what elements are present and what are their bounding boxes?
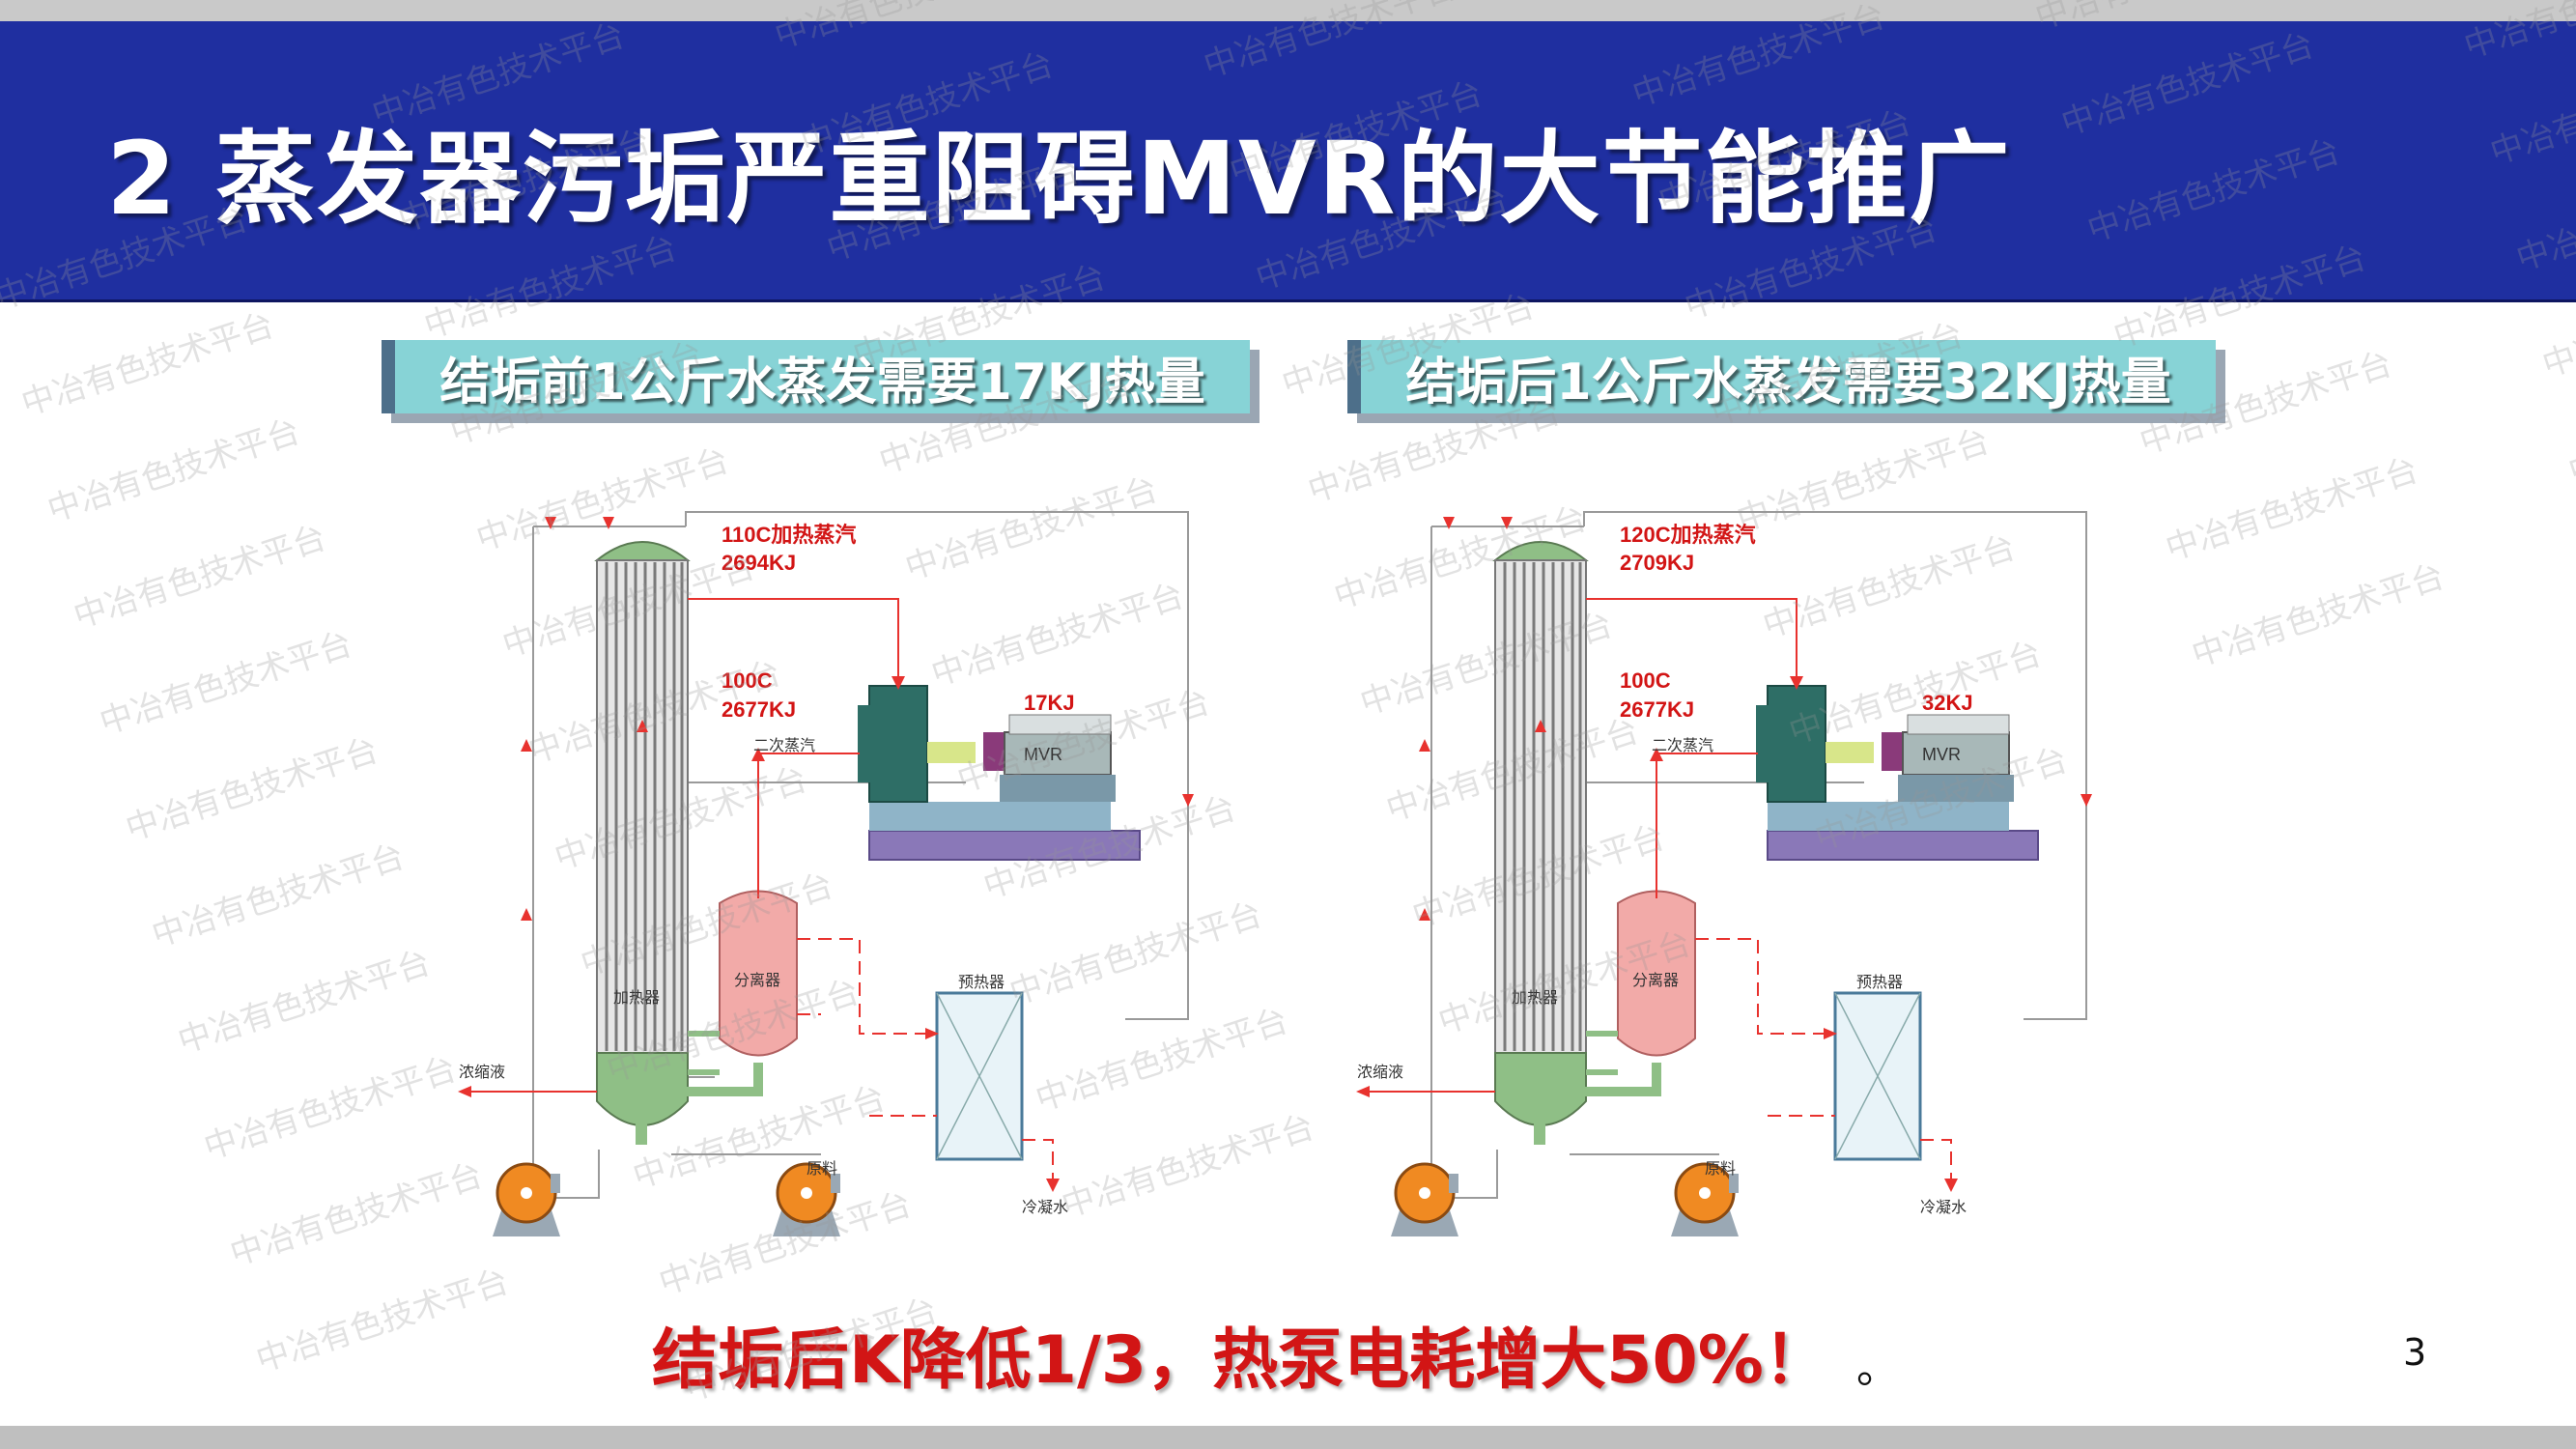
watermark-text: 中冶有色技术平台 <box>148 838 409 953</box>
left-steam-temp: 110C加热蒸汽 <box>722 523 856 547</box>
feed-pump <box>1671 1162 1739 1236</box>
left-separator-label: 分离器 <box>734 972 780 989</box>
mvr-compressor <box>858 685 1141 861</box>
slide-title: 2 蒸发器污垢严重阻碍MVR的大节能推广 <box>106 120 2012 238</box>
watermark-text: 中冶有色技术平台 <box>17 306 278 422</box>
right-raw-material-label: 原料 <box>1705 1160 1736 1178</box>
watermark-text: 中冶有色技术平台 <box>2564 374 2576 490</box>
watermark-text: 中冶有色技术平台 <box>226 1156 487 1272</box>
right-preheater-label: 预热器 <box>1856 974 1903 991</box>
watermark-text: 中冶有色技术平台 <box>70 519 330 635</box>
left-vapor-temp: 100C <box>722 668 773 693</box>
right-separator-label: 分离器 <box>1632 972 1679 989</box>
left-concentrate-label: 浓缩液 <box>459 1064 505 1081</box>
watermark-text: 中冶有色技术平台 <box>200 1050 461 1166</box>
right-steam-temp: 120C加热蒸汽 <box>1620 523 1756 547</box>
title-banner: 2 蒸发器污垢严重阻碍MVR的大节能推广 <box>0 21 2576 299</box>
separator-vessel <box>642 890 798 1116</box>
left-diagram-svg: 110C加热蒸汽 2694KJ 100C 2677KJ 17KJ 二次蒸汽 MV… <box>458 511 1194 1236</box>
right-mvr-label: MVR <box>1922 745 1961 764</box>
left-process-diagram: 110C加热蒸汽 2694KJ 100C 2677KJ 17KJ 二次蒸汽 MV… <box>454 473 1420 1246</box>
watermark-text: 中冶有色技术平台 <box>174 944 435 1060</box>
right-heater-label: 加热器 <box>1512 989 1558 1007</box>
left-preheater-label: 预热器 <box>958 974 1005 991</box>
concentrate-pump <box>1391 1162 1458 1236</box>
conclusion-note: 结垢后K降低1/3，热泵电耗增大50%！ <box>652 1322 1829 1399</box>
left-mvr-label: MVR <box>1024 745 1062 764</box>
evaporator-tower <box>594 541 691 1145</box>
separator-vessel <box>1541 890 1696 1116</box>
right-secondary-steam-label: 二次蒸汽 <box>1652 737 1713 754</box>
trailing-period: 。 <box>1856 1344 1899 1393</box>
preheater <box>935 991 1024 1161</box>
right-steam-energy: 2709KJ <box>1620 551 1694 575</box>
right-mvr-energy: 32KJ <box>1922 691 1973 715</box>
left-steam-energy: 2694KJ <box>722 551 796 575</box>
page-number: 3 <box>2403 1331 2427 1374</box>
evaporator-tower <box>1492 541 1589 1145</box>
right-diagram-svg: 120C加热蒸汽 2709KJ 100C 2677KJ 32KJ 二次蒸汽 MV… <box>1356 511 2092 1236</box>
watermark-text: 中冶有色技术平台 <box>96 625 356 741</box>
preheater <box>1833 991 1922 1161</box>
mvr-compressor <box>1756 685 2039 861</box>
feed-pump <box>773 1162 840 1236</box>
left-secondary-steam-label: 二次蒸汽 <box>753 737 815 754</box>
bottom-border <box>0 1426 2576 1449</box>
right-caption: 结垢后1公斤水蒸发需要32KJ热量 <box>1405 353 2171 412</box>
right-condensate-label: 冷凝水 <box>1920 1199 1967 1216</box>
left-caption: 结垢前1公斤水蒸发需要17KJ热量 <box>439 353 1205 412</box>
concentrate-pump <box>493 1162 560 1236</box>
right-process-diagram: 120C加热蒸汽 2709KJ 100C 2677KJ 32KJ 二次蒸汽 MV… <box>1352 473 2318 1246</box>
top-border <box>0 0 2576 21</box>
left-raw-material-label: 原料 <box>807 1160 837 1178</box>
left-mvr-energy: 17KJ <box>1024 691 1075 715</box>
right-vapor-temp: 100C <box>1620 668 1671 693</box>
left-vapor-energy: 2677KJ <box>722 697 796 722</box>
watermark-text: 中冶有色技术平台 <box>252 1263 513 1378</box>
right-vapor-energy: 2677KJ <box>1620 697 1694 722</box>
right-caption-box: 结垢后1公斤水蒸发需要32KJ热量 <box>1347 340 2216 413</box>
left-caption-box: 结垢前1公斤水蒸发需要17KJ热量 <box>382 340 1250 413</box>
left-condensate-label: 冷凝水 <box>1022 1199 1068 1216</box>
watermark-text: 中冶有色技术平台 <box>122 731 382 847</box>
watermark-text: 中冶有色技术平台 <box>43 412 304 528</box>
left-heater-label: 加热器 <box>613 989 660 1007</box>
right-concentrate-label: 浓缩液 <box>1357 1064 1403 1081</box>
